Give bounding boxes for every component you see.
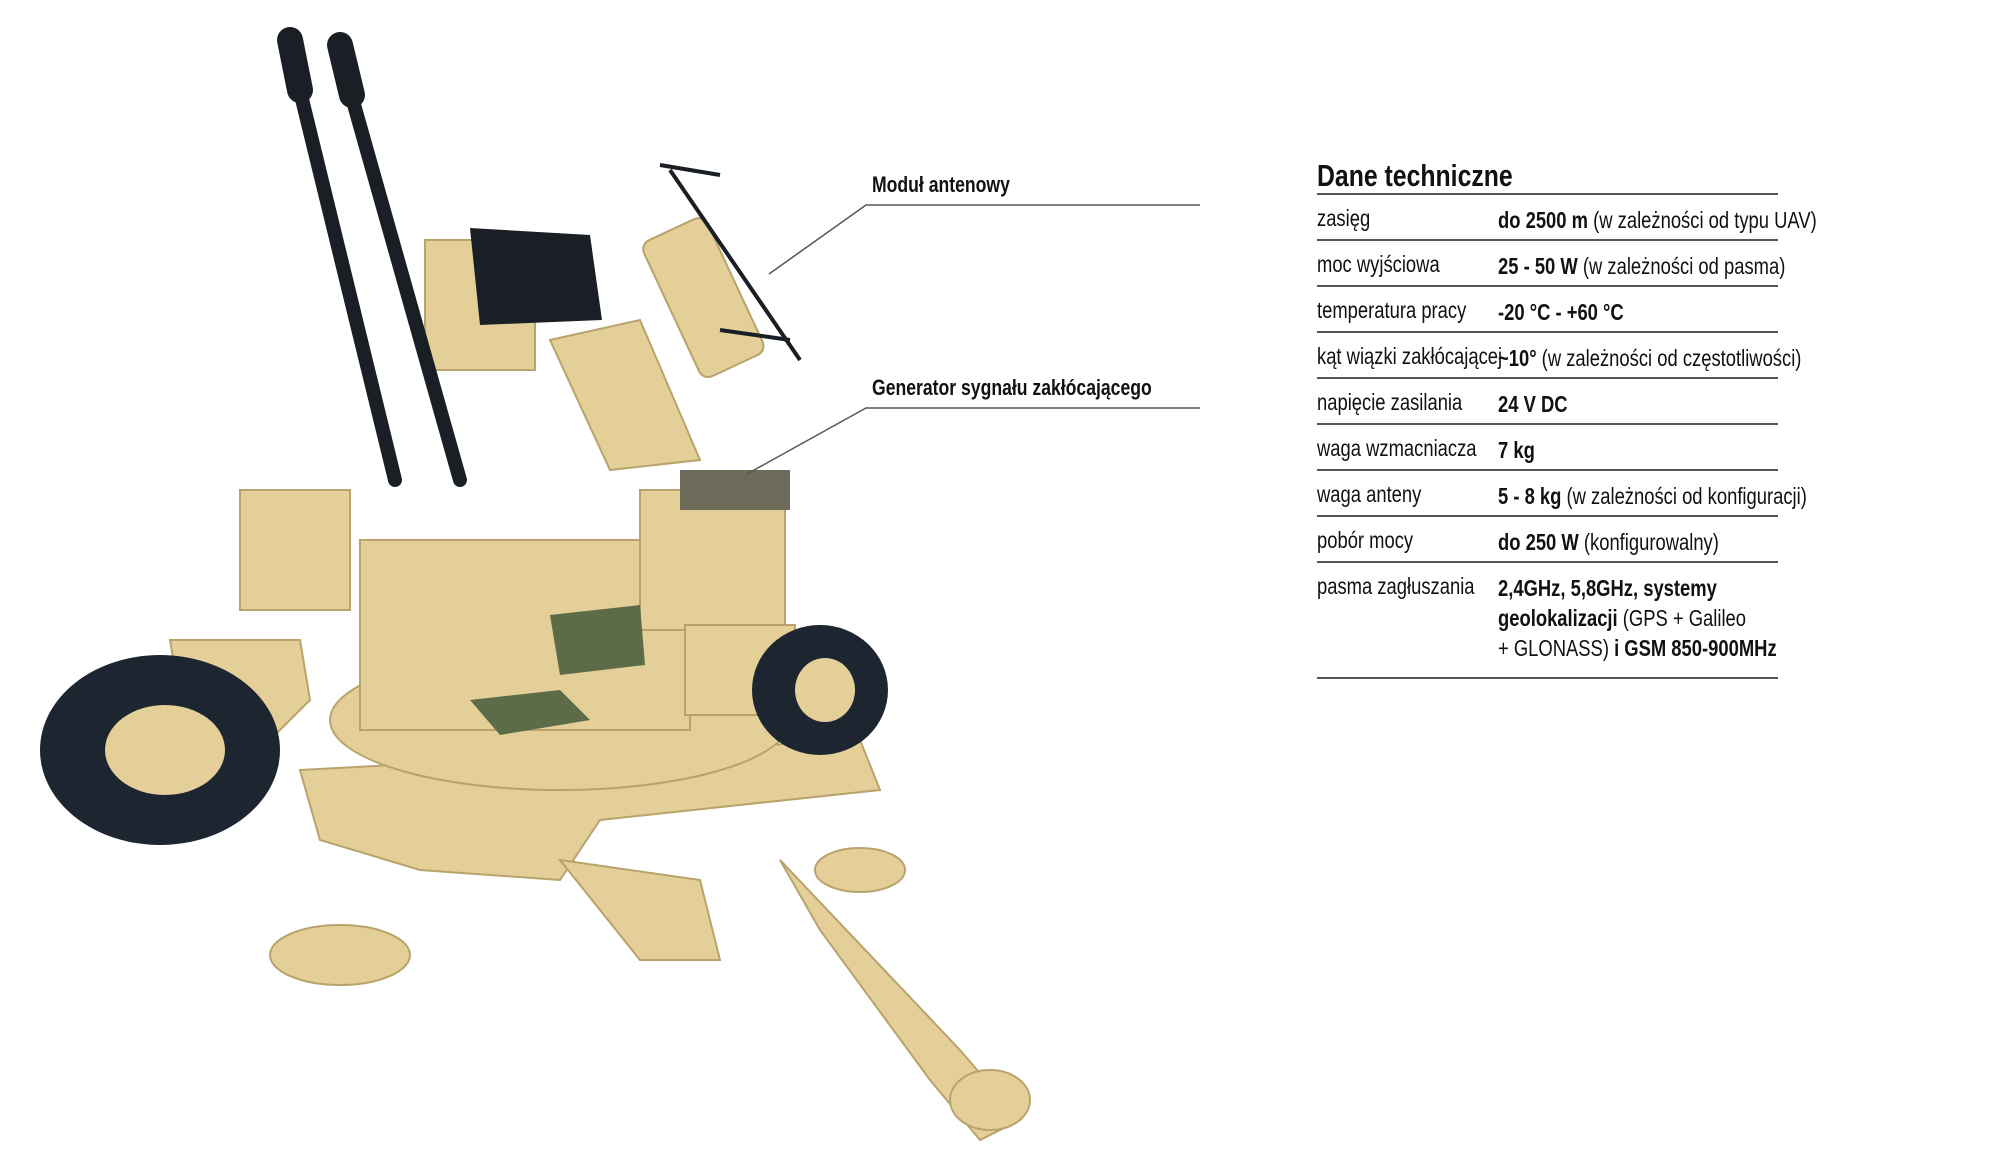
- spec-value: do 2500 m (w zależności od typu UAV): [1498, 207, 1817, 233]
- spec-value: ~10° (w zależności od częstotliwości): [1498, 345, 1802, 371]
- spec-row: pasma zagłuszania 2,4GHz, 5,8GHz, system…: [1317, 563, 1778, 679]
- spec-value: 5 - 8 kg (w zależności od konfiguracji): [1498, 483, 1807, 509]
- spec-label: zasięg: [1317, 205, 1371, 231]
- spec-label: pobór mocy: [1317, 527, 1414, 553]
- spec-value: -20 °C - +60 °C: [1498, 299, 1624, 325]
- spec-value: 24 V DC: [1498, 391, 1568, 417]
- spec-value: 7 kg: [1498, 437, 1535, 463]
- spec-value: 25 - 50 W (w zależności od pasma): [1498, 253, 1786, 279]
- spec-label: temperatura pracy: [1317, 297, 1467, 323]
- spec-row: waga wzmacniacza 7 kg: [1317, 425, 1778, 471]
- spec-label: kąt wiązki zakłócającej: [1317, 343, 1503, 369]
- callout-jamming-generator: Generator sygnału zakłócającego: [872, 375, 1152, 400]
- spec-row: pobór mocy do 250 W (konfigurowalny): [1317, 517, 1778, 563]
- spec-label: waga anteny: [1317, 481, 1422, 507]
- spec-row: kąt wiązki zakłócającej~10° (w zależnośc…: [1317, 333, 1801, 379]
- spec-value: 2,4GHz, 5,8GHz, systemy geolokalizacji (…: [1498, 575, 1777, 661]
- specs-table: zasięg do 2500 m (w zależności od typu UA…: [1317, 193, 1817, 679]
- spec-label: napięcie zasilania: [1317, 389, 1463, 415]
- spec-row: napięcie zasilania 24 V DC: [1317, 379, 1778, 425]
- spec-row: moc wyjściowa 25 - 50 W (w zależności od …: [1317, 241, 1785, 287]
- spec-label: pasma zagłuszania: [1317, 573, 1475, 599]
- spec-row: waga anteny 5 - 8 kg (w zależności od kon…: [1317, 471, 1807, 517]
- anti-aircraft-gun-photo: [40, 27, 1200, 1142]
- spec-row: temperatura pracy -20 °C - +60 °C: [1317, 287, 1778, 333]
- specs-title: Dane techniczne: [1317, 158, 1513, 193]
- spec-row: zasięg do 2500 m (w zależności od typu UA…: [1317, 195, 1817, 241]
- spec-value: do 250 W (konfigurowalny): [1498, 529, 1719, 555]
- callout-antenna-module: Moduł antenowy: [872, 172, 1010, 197]
- spec-label: moc wyjściowa: [1317, 251, 1440, 277]
- spec-label: waga wzmacniacza: [1317, 435, 1477, 461]
